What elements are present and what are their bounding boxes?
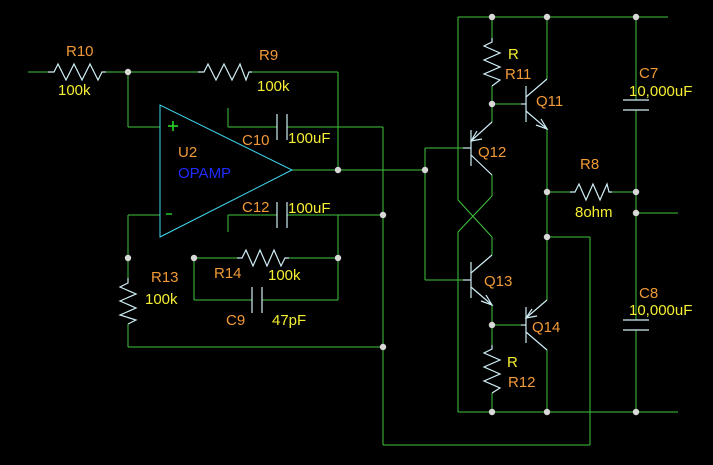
q13-ref-label: Q13 [484, 273, 513, 290]
u2-opamp-symbol [159, 104, 294, 238]
r10-ref-label: R10 [66, 43, 94, 60]
q13-transistor [463, 254, 494, 307]
opamp-plus-sign [168, 121, 178, 131]
r14-ref-label: R14 [214, 265, 242, 282]
u2-model-label: OPAMP [178, 165, 232, 182]
r8-resistor [570, 182, 612, 202]
r13-ref-label: R13 [151, 269, 179, 286]
r14-value-label: 100k [268, 267, 301, 284]
c9-ref-label: C9 [226, 312, 246, 329]
c9-value-label: 47pF [272, 312, 307, 329]
r8-value-label: 8ohm [575, 204, 613, 221]
r12-ref-label: R12 [508, 374, 536, 391]
r10-value-label: 100k [58, 82, 91, 99]
c7-capacitor [623, 99, 649, 111]
c9-capacitor [251, 287, 263, 313]
q11-ref-label: Q11 [536, 93, 564, 110]
c12-value-label: 100uF [288, 200, 331, 217]
r9-ref-label: R9 [259, 47, 279, 64]
r11-ref-label: R11 [505, 66, 532, 83]
junction-dots [124, 13, 640, 416]
r9-value-label: 100k [257, 78, 290, 95]
q11-transistor [521, 78, 549, 131]
r8-ref-label: R8 [580, 156, 600, 173]
r13-resistor [118, 278, 138, 325]
c8-value-label: 10,000uF [629, 302, 693, 319]
r10-resistor [48, 62, 106, 82]
r11-value-label: R [508, 46, 519, 63]
u2-ref-label: U2 [178, 144, 198, 161]
c7-value-label: 10,000uF [629, 83, 693, 100]
q14-ref-label: Q14 [532, 319, 561, 336]
c10-value-label: 100uF [288, 130, 331, 147]
c10-capacitor [276, 114, 288, 140]
c8-capacitor [623, 319, 649, 331]
c12-capacitor [276, 202, 288, 228]
r14-resistor [237, 248, 289, 268]
q12-ref-label: Q12 [478, 144, 507, 161]
r12-resistor [482, 345, 502, 394]
q14-transistor [521, 299, 548, 351]
r12-value-label: R [507, 354, 518, 371]
c10-ref-label: C10 [242, 132, 270, 149]
r9-resistor [198, 62, 252, 82]
q12-transistor [463, 121, 493, 176]
r11-resistor [482, 38, 502, 87]
r13-value-label: 100k [145, 291, 178, 308]
c8-ref-label: C8 [639, 285, 659, 302]
wires [28, 16, 678, 446]
c7-ref-label: C7 [639, 65, 659, 82]
c12-ref-label: C12 [242, 199, 270, 216]
